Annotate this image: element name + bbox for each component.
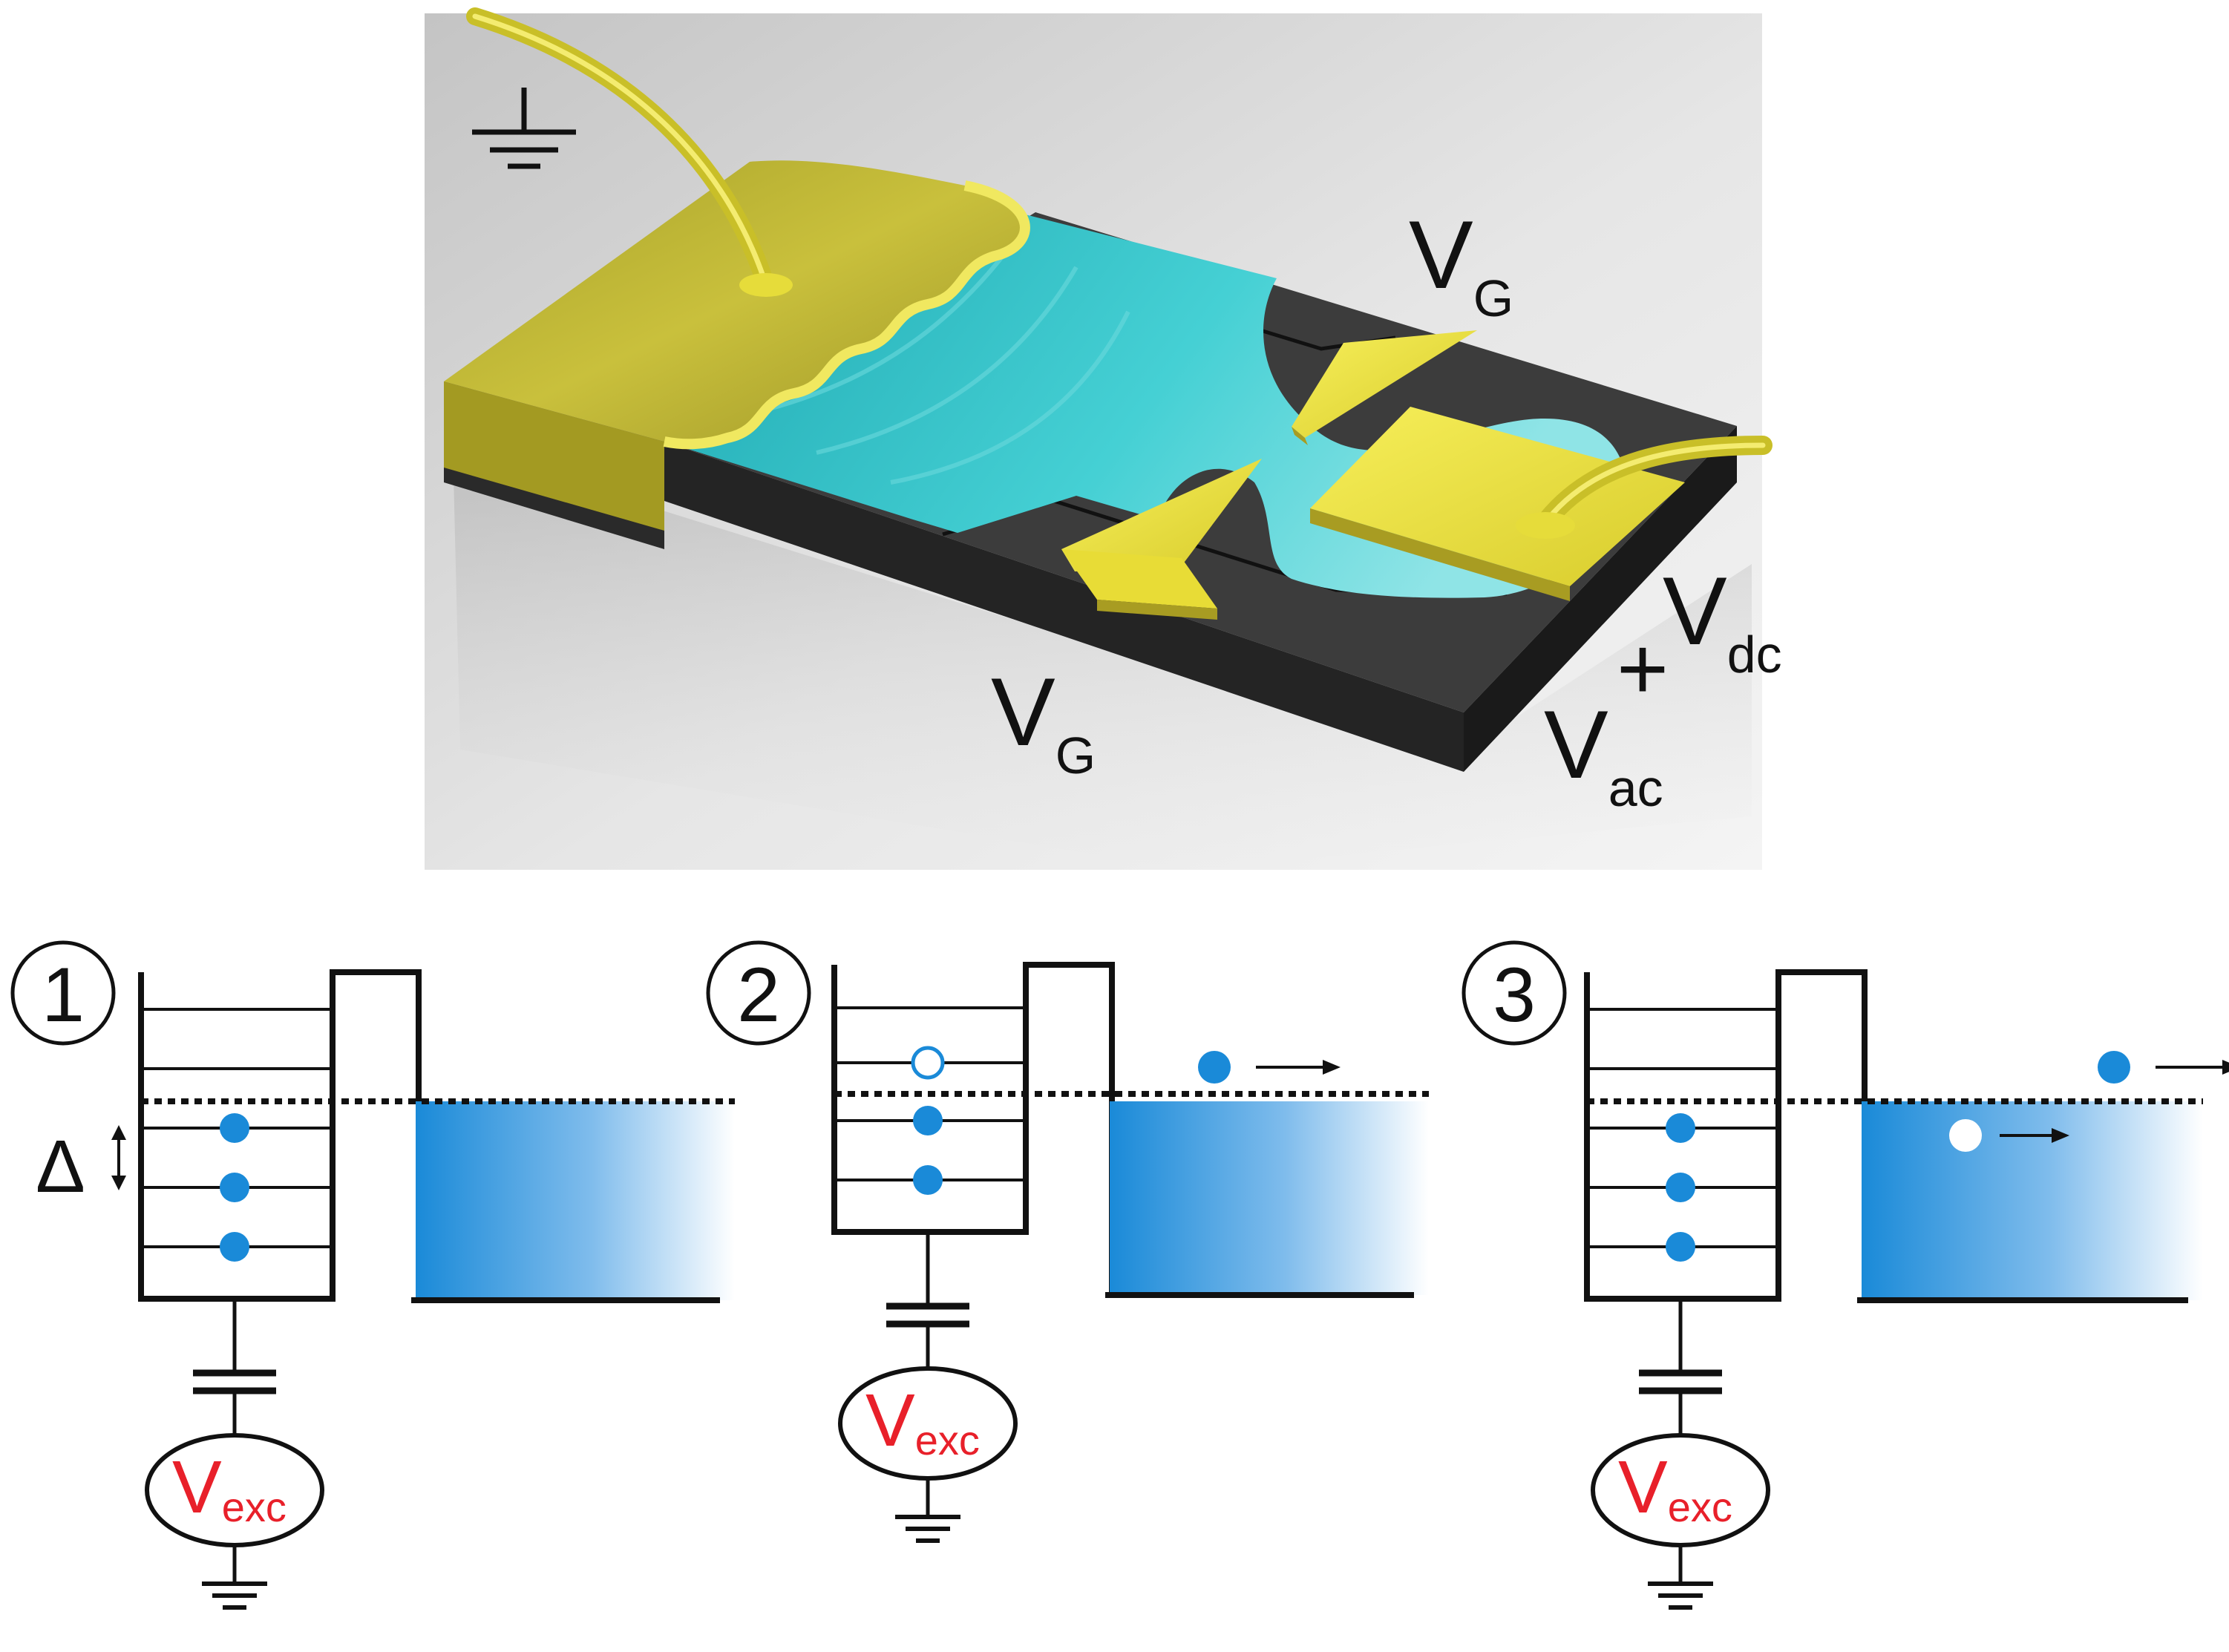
substrate-side xyxy=(1464,426,1737,772)
panel-1: 1Δ Vexc xyxy=(10,940,735,1610)
emitted-electron xyxy=(2098,1051,2130,1084)
voltage-source-label: Vexc xyxy=(1618,1446,1732,1530)
label-gate-bottom: VG xyxy=(991,658,1096,784)
electron xyxy=(1666,1113,1695,1143)
step-number: 3 xyxy=(1493,952,1536,1038)
ohmic-contact-right-front xyxy=(1310,508,1570,601)
substrate-front xyxy=(664,442,1464,772)
empty-state xyxy=(911,1046,945,1080)
step-number: 2 xyxy=(737,952,780,1038)
step-number-circle xyxy=(706,940,811,1046)
emission-arrowhead xyxy=(2222,1060,2229,1075)
gate-finger-bottom-front xyxy=(1097,600,1217,620)
ohmic-contact-right xyxy=(1310,407,1685,586)
label-ac: Vac xyxy=(1544,690,1663,817)
ground-symbol xyxy=(472,88,576,169)
ohmic-contact-left-front xyxy=(444,381,664,531)
electron-gas-ripples xyxy=(742,236,1130,485)
electron xyxy=(220,1232,249,1262)
label-dc: Vdc xyxy=(1663,557,1782,684)
delta-arrowhead-up xyxy=(111,1125,126,1140)
fermi-sea-reservoir xyxy=(1110,1101,1429,1295)
bond-ball-right xyxy=(1516,512,1575,539)
voltage-source-label: Vexc xyxy=(172,1446,287,1530)
delta-arrowhead-down xyxy=(111,1176,126,1190)
delta-label: Δ xyxy=(36,1125,85,1208)
gate-finger-bottom-pad xyxy=(1061,549,1217,609)
hole-arrowhead xyxy=(2052,1128,2069,1143)
fermi-sea-reservoir xyxy=(1862,1101,2203,1300)
electron xyxy=(913,1165,943,1195)
electron xyxy=(913,1106,943,1135)
electron xyxy=(220,1113,249,1143)
step-number-circle xyxy=(1462,940,1567,1046)
step-number: 1 xyxy=(42,952,85,1038)
quantum-dot-well xyxy=(831,962,1115,1295)
gate-finger-bottom xyxy=(1061,459,1262,571)
electron xyxy=(1666,1232,1695,1262)
gate-finger-top-side xyxy=(1292,427,1308,445)
ohmic-contact-left xyxy=(444,160,1025,445)
emitted-hole xyxy=(1949,1119,1982,1152)
substrate-shadow xyxy=(453,445,1752,870)
emission-arrowhead xyxy=(1323,1060,1341,1075)
quantum-dot-well xyxy=(1584,969,1868,1302)
emitted-electron xyxy=(1198,1051,1231,1084)
label-plus: + xyxy=(1617,619,1669,718)
gate-finger-top xyxy=(1292,330,1477,438)
quantum-dot-well xyxy=(138,969,422,1302)
label-gate-top: VG xyxy=(1409,200,1513,327)
device-illustration: VG VG Vdc + Vac xyxy=(425,7,1782,870)
electron xyxy=(220,1173,249,1202)
step-number-circle xyxy=(10,940,116,1046)
bond-wire-right-highlight xyxy=(1545,442,1766,522)
bond-wire-left-highlight xyxy=(472,13,767,283)
fermi-sea-reservoir xyxy=(416,1101,735,1300)
voltage-source-label: Vexc xyxy=(865,1379,980,1463)
electron xyxy=(1666,1173,1695,1202)
bond-ball-left xyxy=(739,273,793,297)
ohmic-contact-left-rim xyxy=(663,180,1030,450)
